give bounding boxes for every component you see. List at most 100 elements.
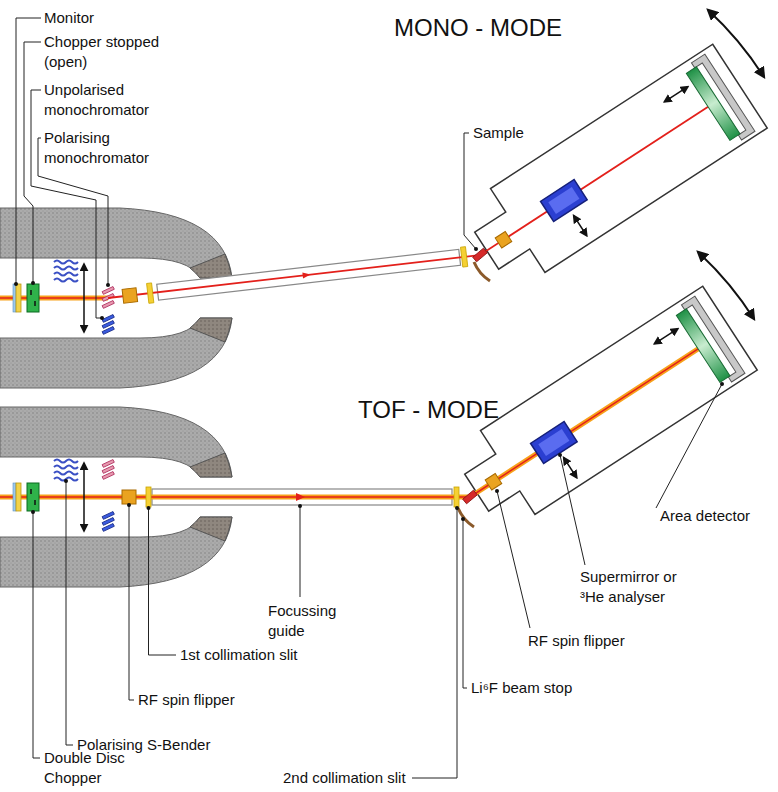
s-bender-blade — [54, 472, 78, 475]
s-bender-blade — [54, 273, 78, 276]
unpolarised-monochromator — [102, 315, 114, 335]
rf-spin-flipper — [495, 231, 512, 248]
leader-dot — [461, 517, 465, 521]
move-arrow — [83, 463, 85, 531]
s-bender-blade — [54, 460, 78, 463]
move-arrow — [83, 264, 85, 332]
analyser — [531, 422, 578, 464]
leader-dot — [298, 504, 302, 508]
leader-dot — [455, 506, 459, 510]
sample — [463, 490, 478, 504]
shielding-arm — [0, 208, 232, 278]
part-label: Double Disc Chopper — [44, 748, 144, 788]
detector-housing — [459, 44, 767, 292]
beam-stop — [474, 262, 490, 281]
beam-white — [0, 495, 470, 500]
beam-scattered — [470, 349, 698, 497]
leader-dot — [31, 510, 35, 514]
part-label: Monitor — [44, 8, 94, 28]
leader-dot — [127, 503, 131, 507]
s-bender — [54, 261, 78, 282]
leader-line — [31, 90, 102, 318]
unpolarised-monochromator — [102, 512, 114, 532]
leader-dot — [558, 453, 562, 457]
mode-title: TOF - MODE — [358, 395, 499, 425]
leader-lines — [16, 18, 722, 778]
leader-dot — [474, 247, 478, 251]
move-arrow — [564, 458, 577, 478]
sample-plate — [463, 490, 478, 504]
rotation-arrow — [708, 10, 764, 77]
part-label: Area detector — [660, 506, 750, 526]
leader-dot — [100, 316, 104, 320]
move-arrow — [654, 329, 677, 344]
analyser — [541, 180, 588, 222]
beam-core — [470, 349, 698, 497]
leader-line — [463, 519, 467, 688]
leader-dot — [14, 282, 18, 286]
part-label: Supermirror or ³He analyser — [580, 567, 692, 607]
s-bender-blade — [54, 466, 78, 469]
leader-line — [33, 512, 40, 758]
leader-line — [497, 491, 530, 628]
leader-line — [129, 505, 134, 700]
leader-dot — [147, 506, 151, 510]
rotation-arrow — [698, 252, 754, 319]
focussing-guide — [157, 249, 461, 300]
s-bender-blade — [54, 279, 78, 282]
crystal — [102, 301, 114, 309]
leader-line — [464, 133, 476, 249]
crystal — [102, 524, 114, 532]
leader-dot — [64, 479, 68, 483]
beam-stop — [458, 508, 474, 527]
shielding-bunker — [0, 208, 232, 388]
collimation-slit — [454, 487, 459, 507]
area-detector — [686, 67, 740, 141]
move-arrow — [574, 216, 587, 236]
leader-line — [560, 455, 585, 565]
part-label: Unpolarised monochromator — [44, 80, 169, 120]
shielding-block — [190, 318, 232, 342]
shielding-block — [190, 254, 232, 278]
leader-line — [66, 481, 73, 745]
leader-line — [300, 506, 301, 597]
monitor — [16, 483, 21, 511]
area-detector — [676, 309, 730, 383]
double-disc-chopper — [27, 483, 39, 511]
leader-line — [16, 18, 41, 284]
chopper-mark — [31, 290, 35, 306]
collimation-slit — [461, 247, 468, 267]
s-bender — [54, 460, 78, 481]
beam-monochromatic — [108, 255, 480, 298]
chopper-mark — [31, 489, 35, 505]
monitor — [13, 284, 16, 312]
beam-core — [0, 496, 470, 498]
leader-dot — [720, 382, 724, 386]
shielding-block — [190, 517, 232, 541]
collimation-slit — [147, 283, 154, 303]
detector-arm — [453, 44, 767, 297]
part-label: Chopper stopped (open) — [44, 32, 169, 72]
beam-direction — [296, 493, 305, 501]
part-label: RF spin flipper — [138, 690, 235, 710]
leader-dots — [14, 247, 724, 521]
shielding-arm — [0, 318, 232, 388]
move-arrow — [664, 87, 687, 102]
part-label: Polarising monochromator — [44, 128, 169, 168]
s-bender-blade — [54, 267, 78, 270]
part-label: RF spin flipper — [528, 631, 625, 651]
monitor — [13, 483, 16, 511]
beam-direction — [302, 272, 311, 279]
leader-line — [656, 384, 722, 508]
monitor — [16, 284, 21, 312]
part-label: Li⁶F beam stop — [471, 678, 572, 698]
part-label: 2nd collimation slit — [283, 768, 406, 788]
analyser-window — [538, 429, 569, 456]
crystal — [102, 472, 114, 480]
leader-line — [149, 508, 177, 655]
guide-assembly — [107, 245, 481, 308]
rf-spin-flipper — [122, 288, 138, 304]
shielding-block — [190, 453, 232, 477]
